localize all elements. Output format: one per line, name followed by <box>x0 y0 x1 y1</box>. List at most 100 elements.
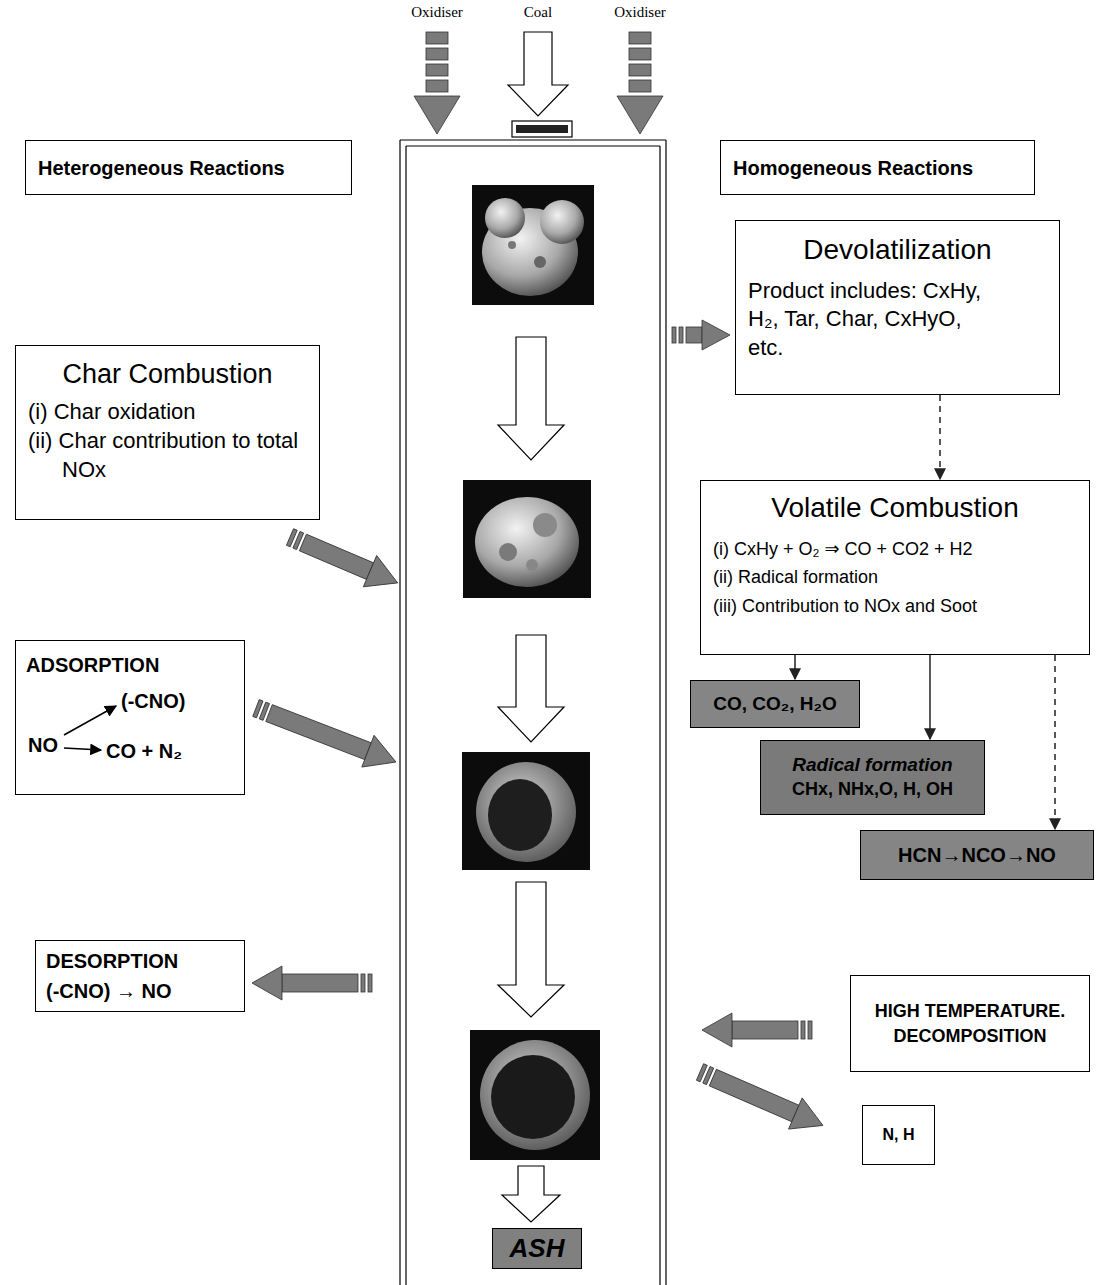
arrow-shaft <box>299 534 373 579</box>
ash-box: ASH <box>492 1228 582 1269</box>
arrow-stripe <box>426 32 448 44</box>
arrow-stripe <box>629 80 651 92</box>
particle-body <box>476 762 576 862</box>
particle-photo <box>463 480 591 598</box>
transfer-arrow <box>283 521 404 598</box>
arrow-stripe <box>801 1021 805 1039</box>
box-heading: ADSORPTION <box>26 653 159 677</box>
arrow-stripe <box>629 64 651 76</box>
particle-photo <box>470 1030 600 1160</box>
arrow-stripe <box>368 974 372 992</box>
flow-arrow <box>794 655 796 679</box>
process-box: DevolatilizationProduct includes: CxHy, … <box>735 220 1060 395</box>
arrow-stripe <box>629 32 651 44</box>
product-box: CO, CO₂, H₂O <box>690 680 860 728</box>
reaction-box: DESORPTION (-CNO) → NO <box>35 940 245 1012</box>
column-top <box>406 145 660 146</box>
box-heading: Radical formation <box>769 754 976 777</box>
list-item: (i) Char oxidation <box>28 398 307 427</box>
species-label: CO + N₂ <box>106 739 182 763</box>
condition-box: HIGH TEMPERATURE. DECOMPOSITION <box>850 975 1090 1072</box>
flow-arrow <box>939 395 941 479</box>
column-top <box>400 139 666 140</box>
box-text: Product includes: CxHy, H₂, Tar, Char, C… <box>748 277 983 363</box>
arrow-stripe <box>426 64 448 76</box>
oxidiser-arrow <box>617 32 663 134</box>
coal-nozzle <box>512 121 572 137</box>
arrow-head <box>702 1013 732 1047</box>
section-heading-box: Homogeneous Reactions <box>720 140 1035 195</box>
arrow-shaft <box>282 974 358 992</box>
product-box: Radical formationCHx, NHx,O, H, OH <box>760 740 985 815</box>
particle-body <box>540 200 584 244</box>
box-text: HIGH TEMPERATURE. DECOMPOSITION <box>859 999 1081 1048</box>
arrow-shaft <box>732 1021 798 1039</box>
box-heading: DESORPTION <box>46 949 234 973</box>
oxidiser-arrow <box>414 32 460 134</box>
particle-photo <box>462 752 590 870</box>
process-arrow <box>498 337 564 460</box>
arrow-head <box>252 966 282 1000</box>
arrow-stripe <box>679 327 683 343</box>
arrow-shaft <box>686 327 702 343</box>
arrow-stripe <box>672 327 676 343</box>
box-heading: Devolatilization <box>748 233 1047 267</box>
list-item: (ii) Radical formation <box>713 563 1077 592</box>
box-heading: Heterogeneous Reactions <box>38 156 339 180</box>
coal-particle <box>472 185 594 305</box>
process-box: Char Combustion(i) Char oxidation(ii) Ch… <box>15 345 320 520</box>
reactor-column <box>400 140 666 1285</box>
reaction-box: ADSORPTION(-CNO)NOCO + N₂ <box>15 640 245 795</box>
char-particle <box>463 480 591 598</box>
box-heading: Homogeneous Reactions <box>733 156 1022 180</box>
flow-arrow <box>929 655 931 739</box>
arrow-head <box>789 1098 830 1141</box>
arrow-shaft <box>266 705 371 760</box>
arrow-stripe <box>629 48 651 60</box>
process-box: Volatile Combustion (i) CxHy + O₂ ⇒ CO + … <box>700 480 1090 655</box>
arrow-stripe <box>426 80 448 92</box>
particle-cavity <box>491 1055 575 1139</box>
process-arrow <box>502 1166 560 1222</box>
box-text: CHx, NHx,O, H, OH <box>769 779 976 801</box>
process-arrow <box>498 635 564 742</box>
particle-body <box>475 497 579 587</box>
particle-cavity <box>488 779 552 851</box>
box-text: CO, CO₂, H₂O <box>699 693 851 716</box>
flow-arrow <box>1054 655 1056 829</box>
reaction-text: (-CNO) → NO <box>46 979 234 1003</box>
arrow-stripe <box>808 1021 812 1039</box>
transfer-arrow <box>252 966 372 1000</box>
list-item: (iii) Contribution to NOx and Soot <box>713 592 1077 621</box>
column-wall <box>405 146 406 1285</box>
species-box: N, H <box>862 1105 935 1165</box>
transfer-arrow <box>672 320 730 350</box>
reaction-arrow <box>64 706 116 735</box>
species-label: NO <box>28 733 58 757</box>
column-wall <box>399 140 400 1285</box>
arrow-stripe <box>426 48 448 60</box>
box-heading: Char Combustion <box>28 358 307 390</box>
column-wall <box>659 146 660 1285</box>
product-box: HCN→NCO→NO <box>860 830 1094 880</box>
particle-pore <box>534 256 546 268</box>
process-arrow <box>498 882 564 1017</box>
box-heading: Volatile Combustion <box>713 491 1077 525</box>
particle-pore <box>499 543 517 561</box>
arrow-stripe <box>361 974 365 992</box>
arrow-head <box>702 320 730 350</box>
section-heading-box: Heterogeneous Reactions <box>25 140 352 195</box>
arrow-shaft <box>709 1069 799 1121</box>
list-item: (i) CxHy + O₂ ⇒ CO + CO2 + H2 <box>713 535 1077 564</box>
particle-photo <box>472 185 594 305</box>
transfer-arrow <box>693 1056 829 1141</box>
box-text: N, H <box>869 1125 928 1144</box>
char-shell <box>462 752 590 870</box>
inlet-label: Oxidiser <box>387 4 487 21</box>
transfer-arrow <box>702 1013 812 1047</box>
coal-nozzle <box>516 125 568 133</box>
transfer-arrow <box>250 692 402 778</box>
box-text: ASH <box>499 1233 575 1264</box>
inlet-label: Coal <box>488 4 588 21</box>
